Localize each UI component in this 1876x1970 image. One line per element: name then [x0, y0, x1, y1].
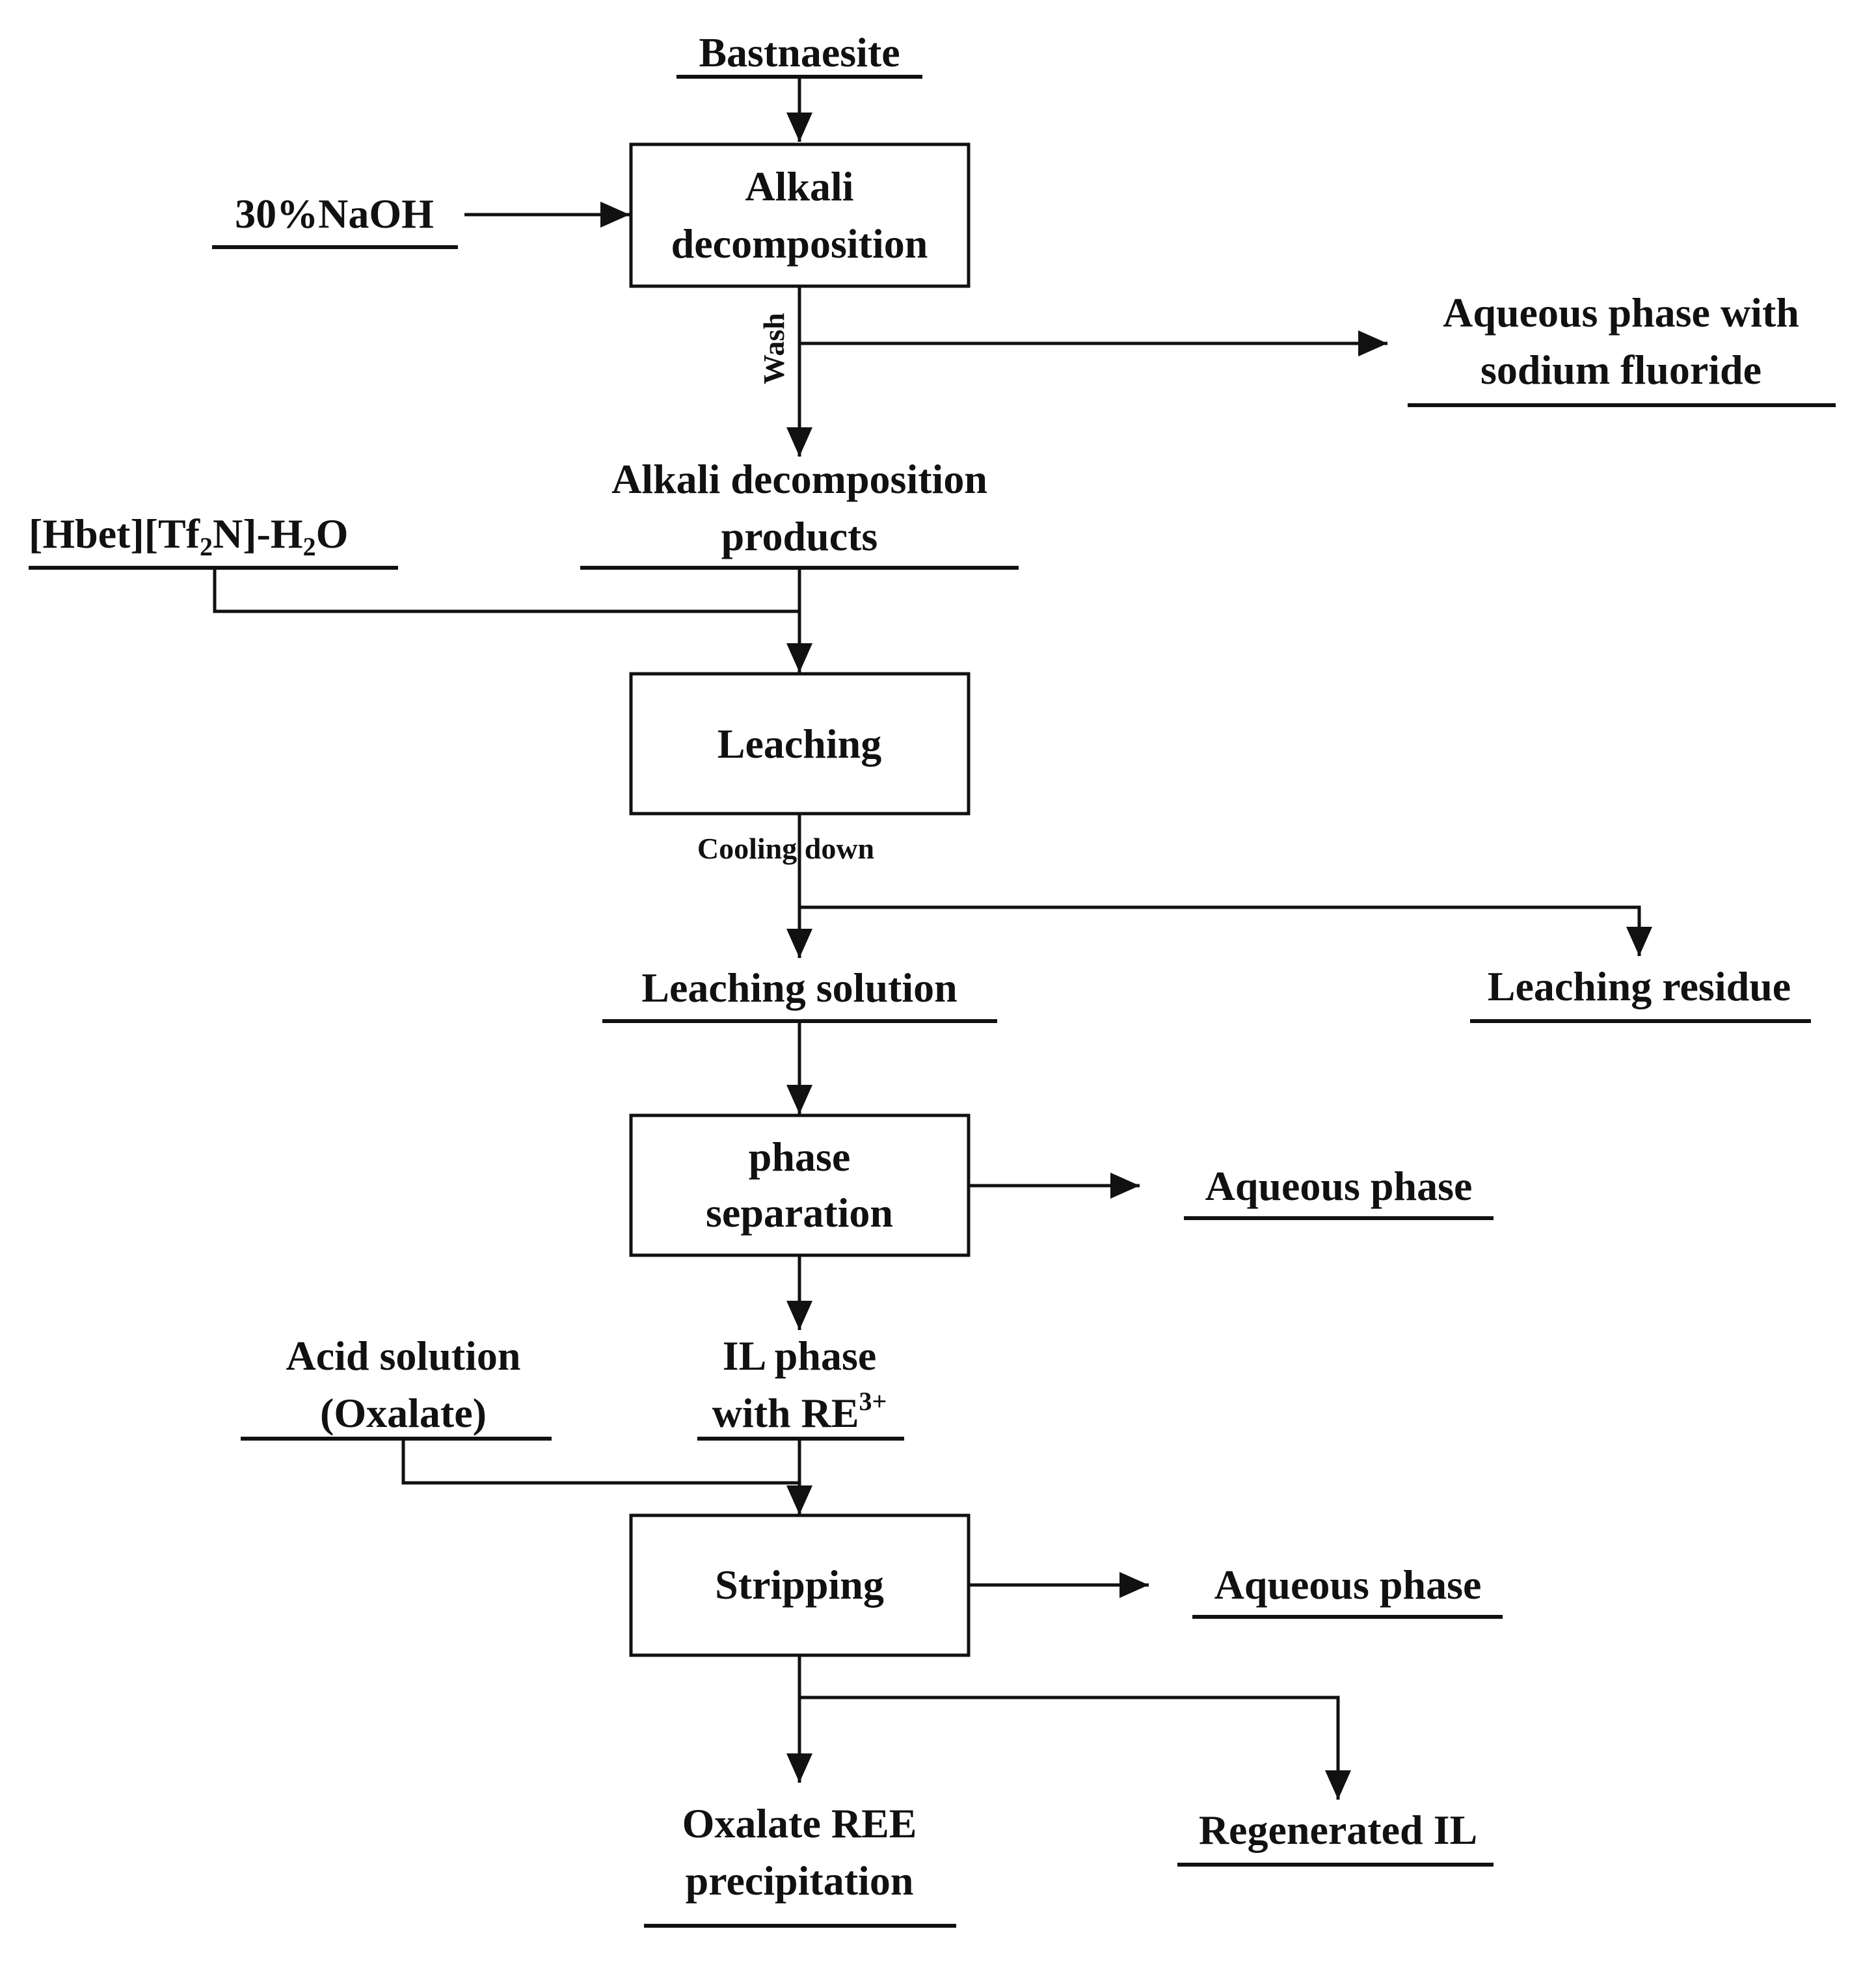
process-box-alkali-decomposition: Alkali decomposition: [629, 142, 971, 288]
acid-solution-line2: (Oxalate): [320, 1390, 487, 1436]
phase-separation-line2: separation: [706, 1190, 893, 1236]
process-box-phase-separation: phase separation: [629, 1113, 971, 1257]
alkali-decomposition-line1: Alkali: [745, 163, 853, 209]
process-box-stripping: Stripping: [629, 1513, 971, 1657]
label-leaching-solution: Leaching solution: [602, 965, 997, 1023]
label-aqueous-naf: Aqueous phase with sodium fluoride: [1408, 289, 1836, 407]
label-acid-solution: Acid solution (Oxalate): [241, 1333, 552, 1441]
label-regenerated-il: Regenerated IL: [1177, 1807, 1494, 1867]
aqueous-naf-line1: Aqueous phase with: [1443, 289, 1799, 336]
leaching-residue-text: Leaching residue: [1488, 963, 1791, 1009]
arrow-to-regenerated-il: [799, 1696, 1351, 1800]
leaching-solution-text: Leaching solution: [641, 965, 957, 1011]
naoh-text: 30%NaOH: [235, 191, 434, 237]
label-ionic-liquid: [Hbet][Tf2N]-H2O: [29, 511, 398, 570]
label-bastnaesite: Bastnaesite: [677, 29, 922, 79]
bastnaesite-text: Bastnaesite: [699, 29, 900, 75]
label-oxalate-ree: Oxalate REE precipitation: [644, 1800, 956, 1928]
il-phase-line2: with RE3+: [712, 1387, 887, 1436]
oxalate-ree-line1: Oxalate REE: [682, 1800, 917, 1846]
phase-separation-line1: phase: [749, 1134, 851, 1180]
connectors: [213, 77, 1652, 1800]
aqueous-naf-line2: sodium fluoride: [1481, 347, 1762, 393]
label-il-phase: IL phase with RE3+: [697, 1333, 904, 1441]
alkali-products-line1: Alkali decomposition: [611, 456, 987, 502]
alkali-products-line2: products: [721, 513, 878, 559]
label-leaching-residue: Leaching residue: [1470, 963, 1811, 1023]
acid-solution-line1: Acid solution: [286, 1333, 521, 1379]
oxalate-ree-line2: precipitation: [686, 1857, 914, 1904]
il-phase-line1: IL phase: [723, 1333, 877, 1379]
stripping-label: Stripping: [715, 1562, 884, 1608]
cooling-down-label: Cooling down: [697, 832, 874, 865]
process-box-leaching: Leaching: [629, 672, 971, 816]
connector-ionic-liquid-to-leaching: [213, 569, 799, 613]
leaching-label: Leaching: [717, 721, 881, 767]
regenerated-il-text: Regenerated IL: [1199, 1807, 1477, 1853]
connector-acid-to-stripping: [401, 1440, 799, 1485]
aqueous-phase-2-text: Aqueous phase: [1214, 1562, 1482, 1608]
label-aqueous-phase-1: Aqueous phase: [1184, 1163, 1494, 1220]
wash-label: Wash: [757, 313, 790, 384]
label-naoh: 30%NaOH: [212, 191, 458, 249]
label-alkali-products: Alkali decomposition products: [580, 456, 1019, 570]
arrow-to-leaching-residue: [799, 905, 1652, 956]
ionic-liquid-formula: [Hbet][Tf2N]-H2O: [29, 511, 348, 561]
aqueous-phase-1-text: Aqueous phase: [1205, 1163, 1473, 1209]
label-aqueous-phase-2: Aqueous phase: [1192, 1562, 1503, 1619]
alkali-decomposition-line2: decomposition: [671, 220, 928, 267]
